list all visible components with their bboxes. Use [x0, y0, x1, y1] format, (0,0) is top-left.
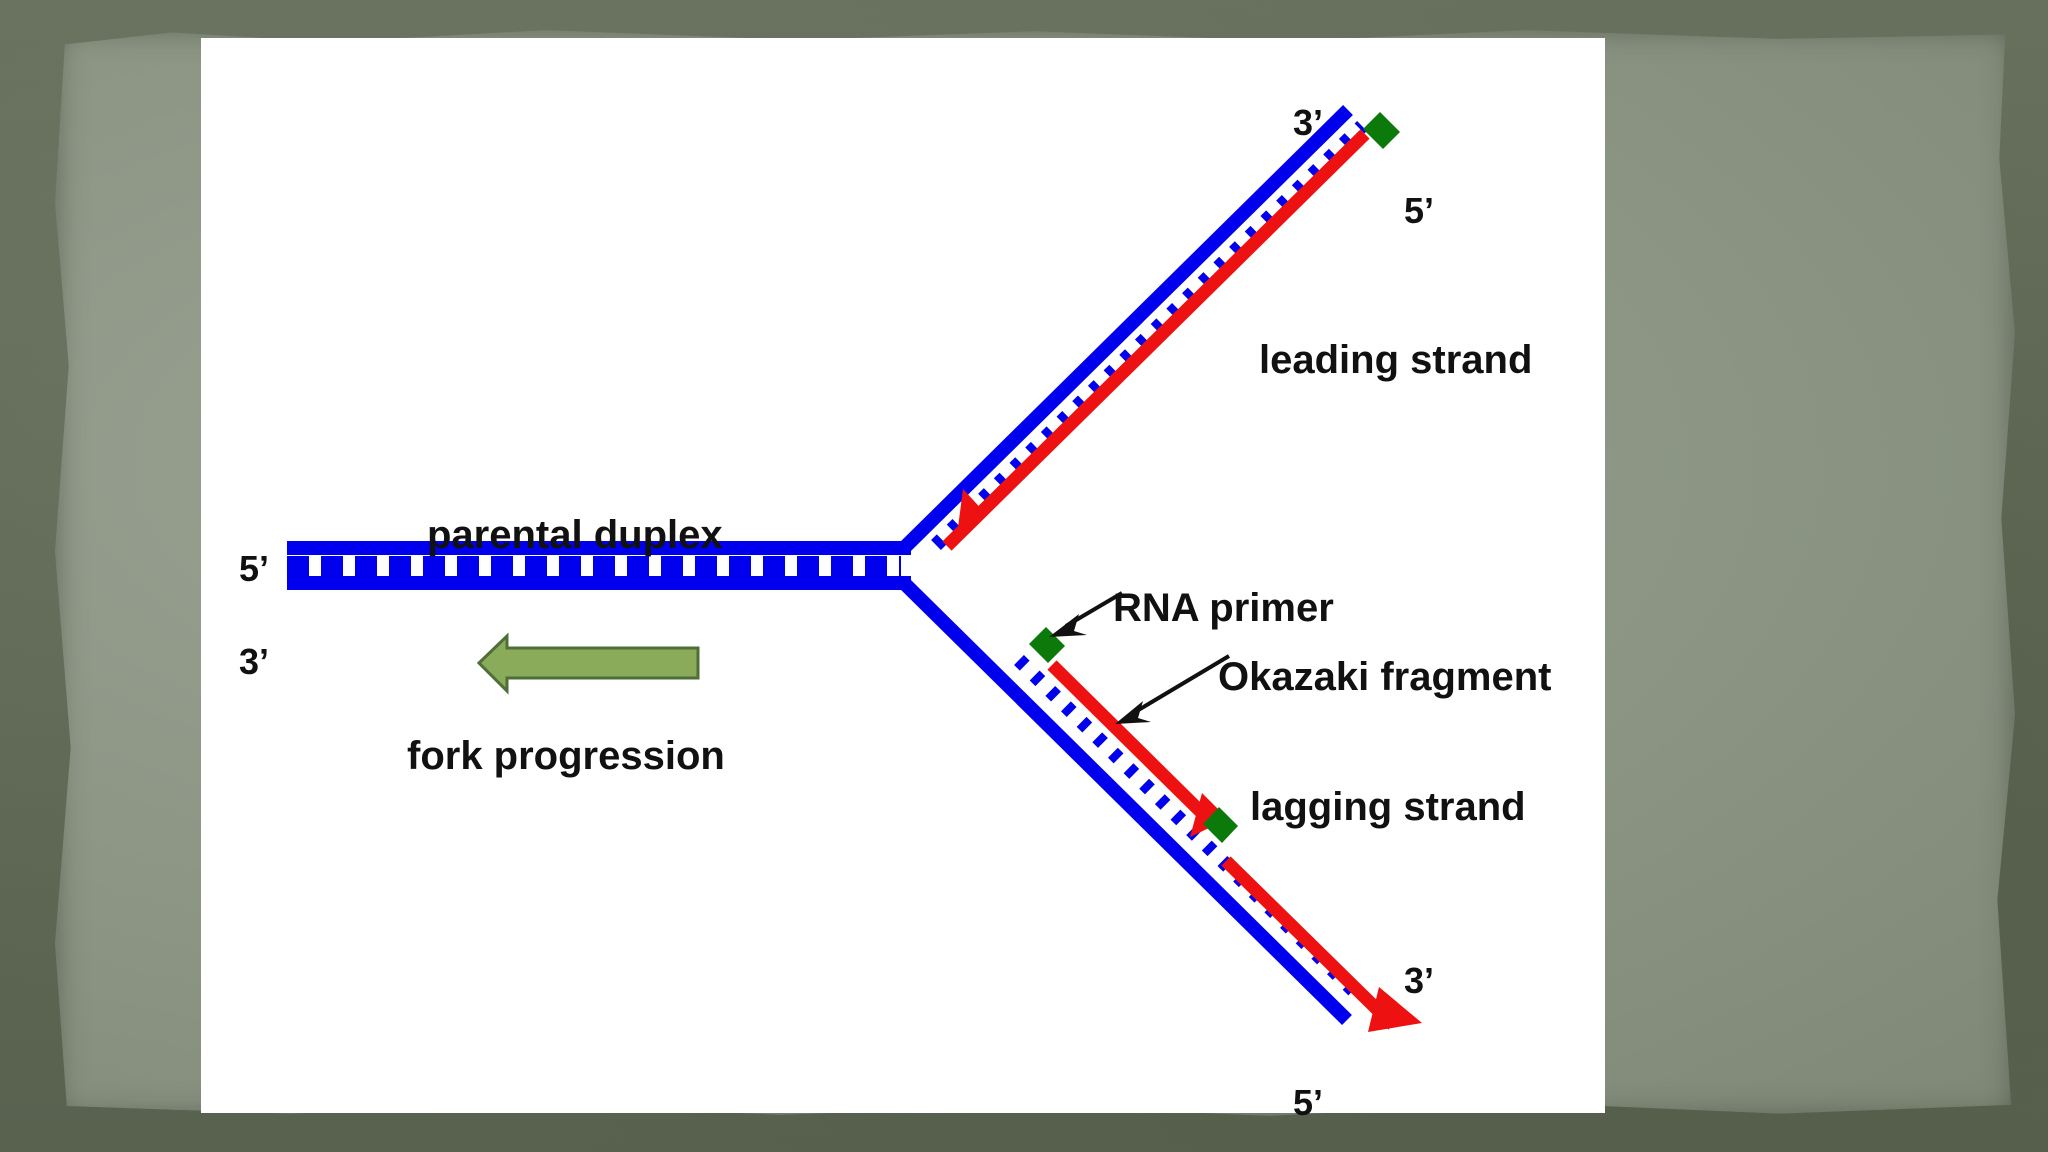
slide-diagram: parental duplex leading strand RNA prime…	[201, 38, 1605, 1123]
leading-rna-primer	[1363, 112, 1400, 149]
end-label-duplex-bottom: 3’	[239, 641, 270, 682]
parental-bottom-strand	[287, 576, 911, 590]
parental-duplex-label: parental duplex	[427, 513, 723, 557]
okazaki-fragment-label: Okazaki fragment	[1218, 655, 1552, 699]
rna-primer-label: RNA primer	[1113, 586, 1334, 630]
okazaki-pointer	[1128, 654, 1231, 717]
fork-progression-label: fork progression	[407, 734, 725, 778]
end-label-leading-right: 5’	[1404, 190, 1435, 231]
lagging-template-strand	[900, 579, 1352, 1025]
okazaki-pointer-head	[1115, 701, 1151, 724]
leading-arm	[900, 105, 1400, 552]
leading-base-pairs	[931, 121, 1367, 550]
rna-primer-2	[1203, 807, 1238, 843]
leading-new-strand	[942, 129, 1370, 551]
rna-primer-1	[1029, 627, 1065, 663]
okazaki-fragment-2-arrowhead	[1368, 987, 1422, 1032]
okazaki-fragment-1-arrowhead	[1190, 793, 1228, 837]
fork-progression-arrow	[476, 632, 700, 695]
end-label-lagging-bottom: 5’	[1293, 1082, 1324, 1123]
lagging-arm	[900, 579, 1422, 1032]
leading-strand-arrowhead	[956, 489, 986, 543]
end-label-duplex-top: 5’	[239, 548, 270, 589]
end-label-leading-top: 3’	[1293, 102, 1324, 143]
leading-template-strand	[900, 105, 1353, 552]
okazaki-fragment-1	[1047, 660, 1210, 821]
okazaki-fragment-2	[1221, 856, 1398, 1030]
end-label-lagging-right: 3’	[1404, 960, 1435, 1001]
leading-strand-label: leading strand	[1259, 338, 1533, 382]
pointer-arrows	[1049, 591, 1231, 724]
lagging-strand-label: lagging strand	[1250, 785, 1526, 829]
rna-primer-pointer-head	[1049, 614, 1087, 637]
parental-top-strand	[287, 541, 911, 555]
replication-fork-diagram	[287, 105, 1422, 1032]
parental-duplex	[287, 541, 911, 590]
